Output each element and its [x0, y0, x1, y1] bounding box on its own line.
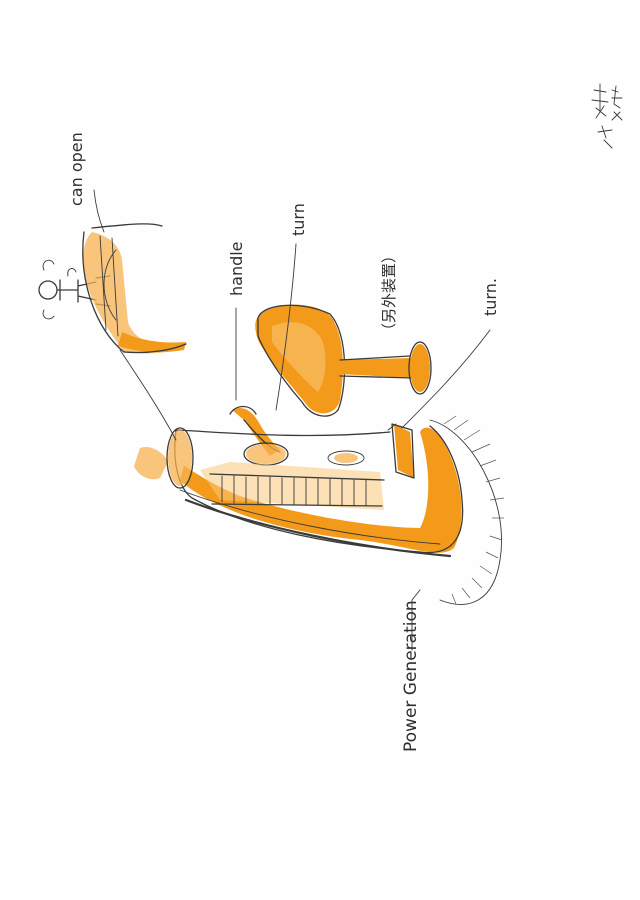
label-handle: handle [227, 241, 246, 296]
label-can-open: can open [67, 132, 86, 206]
annotation-labels: can open handle turn （另外装置） turn. Power … [67, 132, 500, 752]
label-power-generation: Power Generation [401, 600, 421, 752]
label-turn-top: turn [289, 203, 308, 236]
capsule-lid [82, 223, 187, 354]
artist-signature [591, 83, 623, 149]
seat [255, 304, 432, 417]
main-body [134, 415, 505, 605]
label-turn-right: turn. [481, 278, 500, 316]
label-extra-device: （另外装置） [380, 248, 398, 338]
leader-lines [93, 189, 491, 651]
